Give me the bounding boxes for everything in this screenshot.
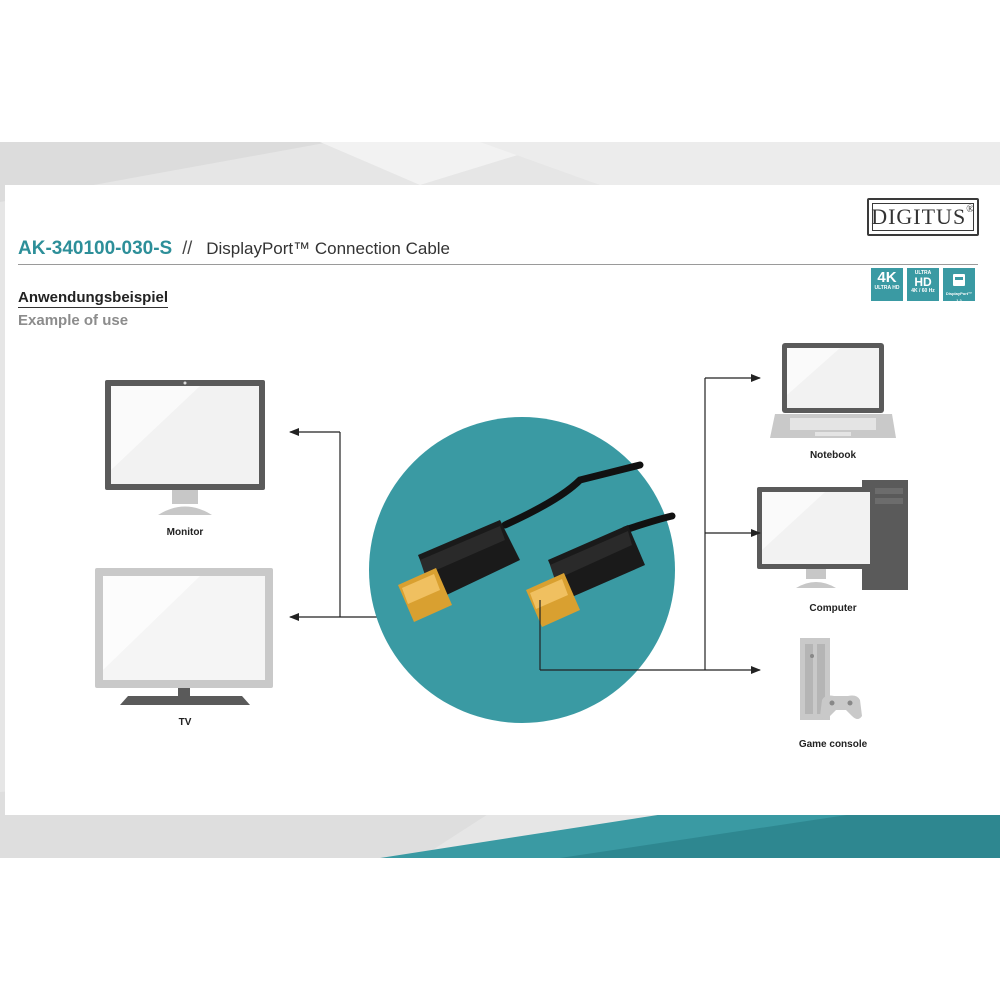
displayport-badge-icon: DisplayPort™ 1.2 [943, 268, 975, 303]
displayport-connector-left [398, 520, 520, 622]
notebook-icon [770, 343, 896, 438]
badge-4k-sub: ULTRA HD [874, 285, 900, 291]
product-title: DisplayPort™ Connection Cable [206, 239, 451, 258]
teal-circle [369, 417, 675, 723]
model-number: AK-340100-030-S [18, 238, 173, 259]
badge-4k-main: 4K [877, 269, 897, 286]
label-monitor: Monitor [166, 527, 204, 538]
header-row: AK-340100-030-S // DisplayPort™ Connecti… [18, 238, 978, 265]
monitor-icon [105, 380, 265, 515]
game-console-icon [800, 638, 862, 720]
label-notebook: Notebook [809, 450, 857, 461]
right-connection-lines [539, 374, 761, 674]
section-title-de: Anwendungsbeispiel [18, 289, 169, 308]
section-title-en: Example of use [18, 312, 129, 329]
header-separator: // [182, 238, 193, 258]
badge-uhd-main: HD [914, 275, 932, 289]
ultra-hd-badge-icon: ULTRA HD 4K / 60 Hz [907, 268, 939, 301]
displayport-plug-icon [953, 274, 965, 286]
computer-icon [757, 480, 908, 590]
registered-mark: ® [966, 203, 975, 215]
4k-badge-icon: 4K ULTRA HD [871, 268, 903, 301]
badge-dp-sub: DisplayPort™ 1.2 [945, 291, 973, 303]
badge-uhd-top: ULTRA [914, 270, 932, 276]
label-game-console: Game console [798, 739, 868, 750]
label-tv: TV [178, 717, 192, 728]
brand-name: DIGITUS [871, 204, 967, 229]
tv-icon [95, 568, 273, 705]
digitus-logo: DIGITUS® [867, 198, 979, 236]
badge-uhd-sub: 4K / 60 Hz [911, 288, 935, 294]
cable-illustration [369, 417, 676, 723]
label-computer: Computer [809, 603, 857, 614]
